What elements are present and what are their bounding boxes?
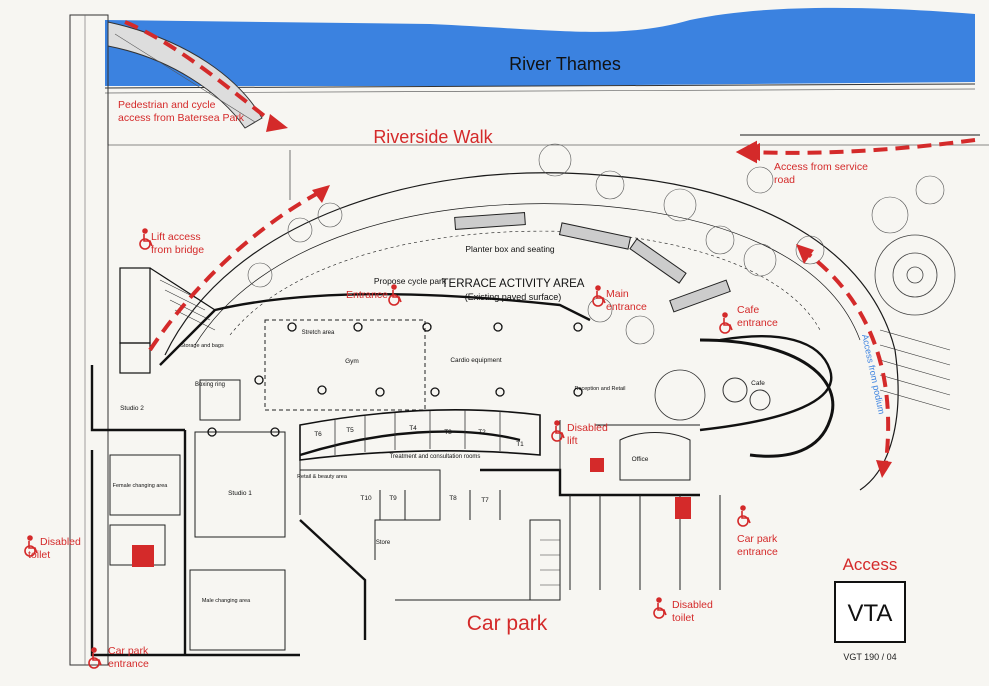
wheelchair-icons — [24, 228, 751, 669]
studio1-label: Studio 1 — [228, 490, 252, 497]
cafe-label: Cafe — [751, 380, 765, 387]
interior-walls — [109, 319, 721, 651]
drawing-code: VGT 190 / 04 — [843, 652, 896, 662]
studio2-label: Studio 2 — [120, 405, 144, 412]
office-label: Office — [632, 456, 649, 463]
treatment-label: Treatment and consultation rooms — [390, 454, 481, 460]
roundabout — [874, 234, 956, 316]
building-walls — [90, 293, 833, 657]
room-label: T10 — [360, 495, 372, 502]
trees — [247, 143, 945, 345]
river-water — [105, 7, 975, 87]
footbridge — [107, 21, 263, 129]
terrace-label: TERRACE ACTIVITY AREA — [442, 278, 585, 290]
vta-logo — [834, 581, 906, 643]
wheelchair-icon — [719, 312, 733, 334]
stretch-label: Stretch area — [302, 330, 335, 336]
room-label: T7 — [481, 497, 489, 504]
room-label: T2 — [478, 429, 486, 436]
store-label: Store — [376, 540, 391, 546]
retail-beauty-label: Retail & beauty area — [297, 474, 348, 480]
stairs — [159, 279, 951, 586]
lift-shaft — [119, 267, 151, 344]
planter-boxes — [454, 212, 731, 313]
male-changing-label: Male changing area — [202, 598, 251, 604]
cardio-label: Cardio equipment — [450, 357, 502, 364]
female-changing-label: Female changing area — [113, 483, 169, 489]
entrance-label: Entrance — [346, 289, 388, 301]
treatment-rooms: T6 T5 T4 T3 T2 T1 T10 T9 T8 T7 — [314, 425, 524, 504]
wheelchair-icon — [88, 647, 102, 669]
riverside-walk-label: Riverside Walk — [373, 127, 493, 147]
car-park-label: Car park — [467, 612, 548, 635]
structural-columns — [207, 322, 583, 437]
access-routes — [124, 20, 976, 471]
river-label: River Thames — [509, 54, 621, 74]
disabled-toilet-marker-right — [675, 497, 691, 519]
boxing-label: Boxing ring — [195, 382, 225, 388]
room-label: T3 — [444, 429, 452, 436]
wheelchair-icon — [737, 505, 751, 527]
room-label: T8 — [449, 495, 457, 502]
treatment-row-walls — [299, 409, 541, 461]
wheelchair-icon — [139, 228, 153, 250]
room-label: T4 — [409, 425, 417, 432]
room-label: T9 — [389, 495, 397, 502]
vta-logo-mark: VTA — [848, 600, 893, 627]
wheelchair-icon — [653, 597, 667, 619]
wheelchair-icon — [551, 420, 565, 442]
plan-labels: TERRACE ACTIVITY AREA (Existing paved su… — [113, 244, 766, 604]
wheelchair-icon — [592, 285, 606, 307]
disabled-toilet-marker-left — [132, 545, 154, 567]
gym-label: Gym — [345, 358, 359, 365]
cafe-curved-wall — [699, 338, 835, 458]
disabled-lift-marker — [590, 458, 604, 472]
storage-label: Storage and bags — [180, 343, 224, 349]
reception-label: Reception and Retail — [574, 386, 625, 392]
room-label: T5 — [346, 427, 354, 434]
room-label: T6 — [314, 431, 322, 438]
legend-title: Access — [843, 555, 898, 574]
boundary-wall — [69, 14, 109, 666]
terrace-sub-label: (Existing paved surface) — [465, 292, 562, 302]
planter-label: Planter box and seating — [465, 244, 555, 254]
terrace-outer-curve — [164, 172, 899, 491]
wheelchair-icon — [24, 535, 38, 557]
room-label: T1 — [516, 441, 524, 448]
wheelchair-icon — [388, 284, 402, 306]
cycle-park-label: Propose cycle park — [374, 276, 447, 286]
